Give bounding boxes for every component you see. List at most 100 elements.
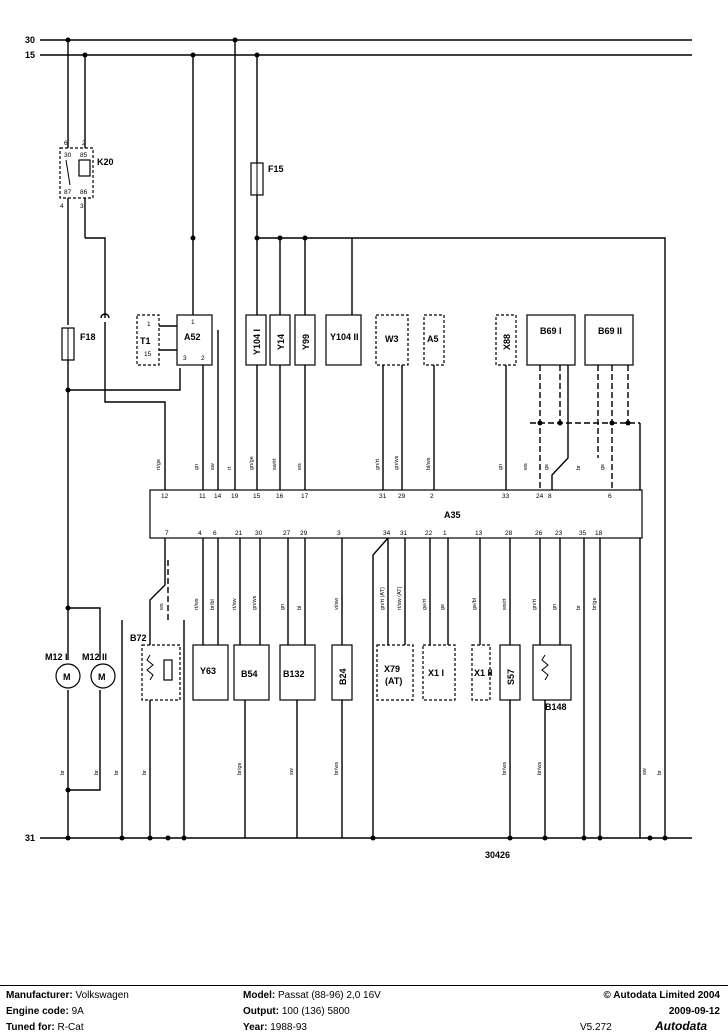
valve-y14: Y14 xyxy=(269,314,291,366)
output-value: 100 (136) 5800 xyxy=(281,1006,350,1017)
wire-color-code: br xyxy=(60,770,66,775)
ecu-top-pin: 31 xyxy=(379,493,387,500)
b72-label: B72 xyxy=(130,633,147,643)
model-label: Model: xyxy=(243,990,276,1001)
sensor-b132: B132 xyxy=(279,644,316,701)
x1-2-label: X1 II xyxy=(474,668,493,678)
f18-label: F18 xyxy=(80,332,96,342)
valve-y99: Y99 xyxy=(294,314,316,366)
engine-value: 9A xyxy=(71,1006,84,1017)
footer: Manufacturer: Volkswagen Engine code: 9A… xyxy=(0,985,728,1033)
ecu-bottom-pin: 6 xyxy=(213,530,217,537)
rail-30-label: 30 xyxy=(25,35,35,45)
x88-label: X88 xyxy=(502,334,512,350)
ecu-top-pin: 16 xyxy=(276,493,284,500)
f15-label: F15 xyxy=(268,164,284,174)
svg-text:4: 4 xyxy=(60,203,64,210)
ecu-bottom-pin: 21 xyxy=(235,530,243,537)
fuse-f18: F18 xyxy=(61,327,96,361)
b69-1-label: B69 I xyxy=(540,326,562,336)
svg-text:86: 86 xyxy=(80,189,88,196)
wire-color-code: ws/rt xyxy=(502,598,508,611)
sensor-b69-1: B69 I xyxy=(526,314,576,366)
connector-x79: X79 (AT) xyxy=(376,644,414,701)
wire-color-code: ws xyxy=(523,463,529,471)
connector-t1: T1 115 xyxy=(136,314,160,366)
b148-label: B148 xyxy=(545,702,567,712)
t1-label: T1 xyxy=(140,336,151,346)
valve-y63: Y63 xyxy=(192,644,229,701)
wire-color-code: gn xyxy=(194,464,200,470)
wire-color-code: rt/ws xyxy=(194,598,200,610)
model-value: Passat (88-96) 2,0 16V xyxy=(278,990,381,1001)
date: 2009-09-12 xyxy=(668,1006,720,1017)
svg-text:2: 2 xyxy=(201,355,205,362)
y99-label: Y99 xyxy=(301,334,311,350)
wire-color-code: gn/ws xyxy=(252,595,258,610)
wire-color-code: gn xyxy=(498,464,504,470)
ecu-top-pin: 6 xyxy=(608,493,612,500)
wire-color-code: ge xyxy=(544,464,550,470)
b54-label: B54 xyxy=(241,669,258,679)
ecu-bottom-pin: 28 xyxy=(505,530,513,537)
svg-text:3: 3 xyxy=(80,203,84,210)
ecu-bottom-pin: 29 xyxy=(300,530,308,537)
copyright: © Autodata Limited 2004 xyxy=(603,990,720,1001)
wire-color-code: vi/sw xyxy=(334,598,340,610)
rail-31-label: 31 xyxy=(25,833,35,843)
k20-label: K20 xyxy=(97,157,114,167)
wire-color-code: br xyxy=(657,770,663,775)
ecu-top-pin: 15 xyxy=(253,493,261,500)
y104-2-label: Y104 II xyxy=(330,332,359,342)
autodata-logo: Autodata xyxy=(655,1019,707,1033)
year-value: 1988-93 xyxy=(270,1022,307,1033)
motor-m12-1: M M12 I xyxy=(45,652,81,689)
wire-color-code: ge xyxy=(600,464,606,470)
ecu-bottom-pin: 35 xyxy=(579,530,587,537)
ecu-bottom-pin: 7 xyxy=(165,530,169,537)
wire-color-code: ge/rt xyxy=(422,599,428,610)
tuned-label: Tuned for: xyxy=(6,1022,55,1033)
wire-color-code: br xyxy=(142,770,148,775)
valve-y104-2: Y104 II xyxy=(325,314,362,366)
wire-color-code: sw xyxy=(210,463,216,470)
wire-color-code: ge/bl xyxy=(472,598,478,610)
b24-label: B24 xyxy=(338,668,348,685)
wire-color-code: br/ws xyxy=(537,762,543,775)
ecu-bottom-pin: 22 xyxy=(425,530,433,537)
ecu-bottom-pin: 3 xyxy=(337,530,341,537)
wire-color-code: br/ge xyxy=(592,597,598,610)
wire-color-code: ge xyxy=(440,604,446,610)
wire-color-code: br/bl xyxy=(210,599,216,610)
wire-color-code: gn/rt xyxy=(375,459,381,470)
junction-dots xyxy=(65,37,668,841)
version: V5.272 xyxy=(580,1022,612,1033)
wire-color-code: bl xyxy=(297,606,303,610)
svg-text:85: 85 xyxy=(80,152,88,159)
diagram-number: 30426 xyxy=(485,850,510,860)
sensor-b69-2: B69 II xyxy=(584,314,634,366)
svg-text:6: 6 xyxy=(64,140,68,147)
ecu-top-pin: 24 xyxy=(536,493,544,500)
a52-label: A52 xyxy=(184,332,201,342)
y104-1-label: Y104 I xyxy=(252,329,262,355)
wire-color-code: br xyxy=(576,605,582,610)
wire-color-code: gn/rt (AT) xyxy=(380,587,386,610)
m12-1-label: M12 I xyxy=(45,652,68,662)
wire-color-code: sw xyxy=(289,768,295,775)
ecu-bottom-pin: 23 xyxy=(555,530,563,537)
wire-color-code: gn xyxy=(280,604,286,610)
s57-label: S57 xyxy=(506,669,516,685)
ecu-top-pin: 29 xyxy=(398,493,406,500)
svg-text:M: M xyxy=(63,672,71,682)
year-label: Year: xyxy=(243,1022,268,1033)
ecu-bottom-pin: 31 xyxy=(400,530,408,537)
valve-y104-1: Y104 I xyxy=(245,314,267,366)
wire-color-code: gn/ws xyxy=(394,455,400,470)
fuse-f15: F15 xyxy=(250,162,284,196)
